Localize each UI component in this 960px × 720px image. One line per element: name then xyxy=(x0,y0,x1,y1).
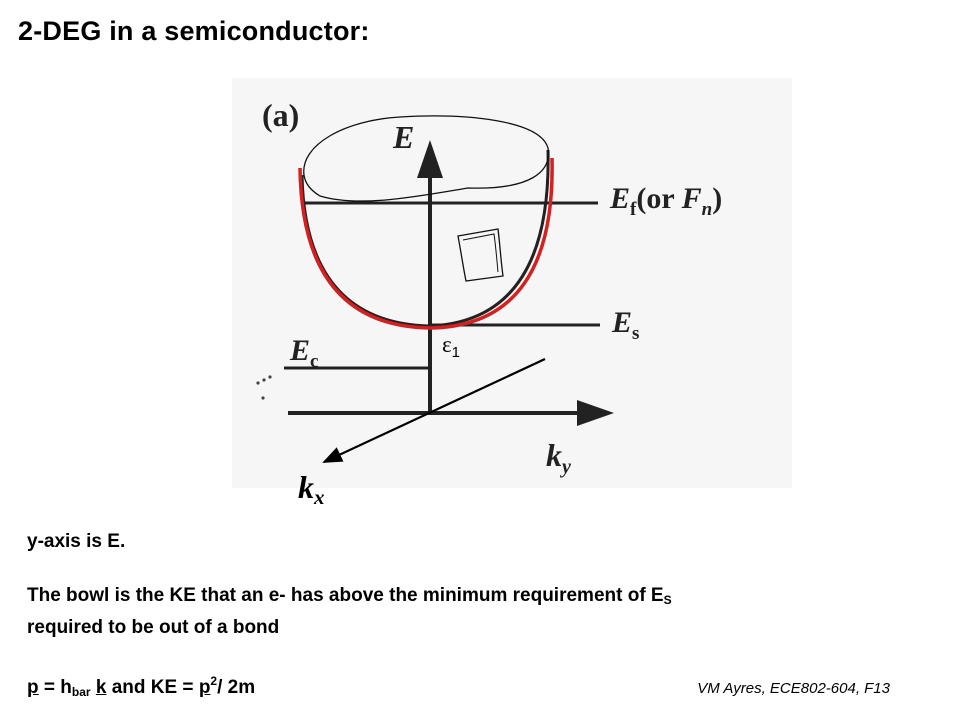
conduction-band-label: Ec xyxy=(289,334,318,372)
hand-sketch-square-inner xyxy=(462,233,499,273)
scan-mark xyxy=(256,381,260,385)
scan-mark xyxy=(262,378,266,382)
kx-axis-label: kx xyxy=(298,469,325,509)
fermi-level-label: Ef(or Fn) xyxy=(609,182,722,220)
hand-sketch-square xyxy=(457,228,504,282)
explanation-notes: y-axis is E. The bowl is the KE that an … xyxy=(27,528,907,706)
subband-level-label: Es xyxy=(611,306,639,344)
scan-mark xyxy=(268,375,272,379)
note-line-2: The bowl is the KE that an e- has above … xyxy=(27,585,672,607)
scan-mark xyxy=(261,396,265,400)
equation-line: p = hbar k and KE = p2/ 2m xyxy=(27,674,256,699)
epsilon-1-label: ε1 xyxy=(442,332,460,361)
author-credit: VM Ayres, ECE802-604, F13 xyxy=(697,680,890,697)
note-line-3: required to be out of a bond xyxy=(27,617,280,638)
page-title: 2-DEG in a semiconductor: xyxy=(18,16,370,46)
figure-background xyxy=(232,78,792,488)
note-line-1: y-axis is E. xyxy=(27,531,126,552)
e-axis-label: E xyxy=(392,119,414,155)
panel-label: (a) xyxy=(262,97,299,133)
kx-axis xyxy=(322,358,546,463)
ky-axis-label: ky xyxy=(546,437,571,478)
e-axis-arrowhead xyxy=(417,140,443,178)
bowl-curve xyxy=(298,157,554,330)
ky-axis-arrowhead xyxy=(577,400,614,426)
bowl-top-ellipse xyxy=(303,115,550,202)
